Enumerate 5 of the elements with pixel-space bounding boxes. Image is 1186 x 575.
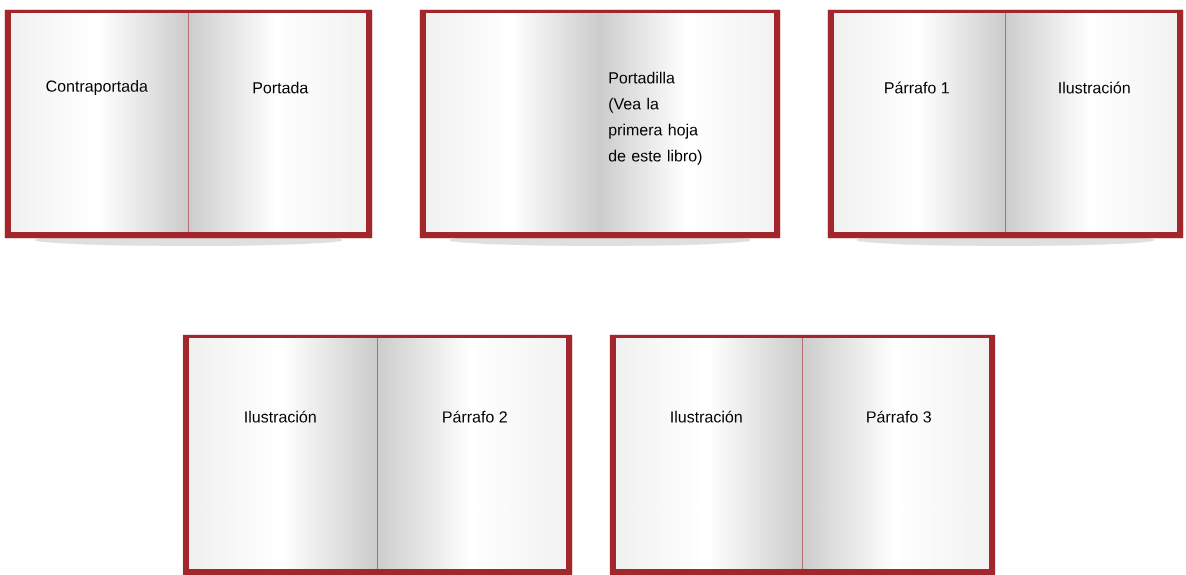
open-book: Párrafo 1 Ilustración: [827, 9, 1184, 246]
open-book: Contraportada Portada: [4, 9, 373, 246]
open-book: Portadilla (Vea la primera hoja de este libro): [419, 9, 781, 246]
open-book: Ilustración Párrafo 3: [609, 334, 996, 575]
open-book: Ilustración Párrafo 2: [182, 334, 573, 575]
